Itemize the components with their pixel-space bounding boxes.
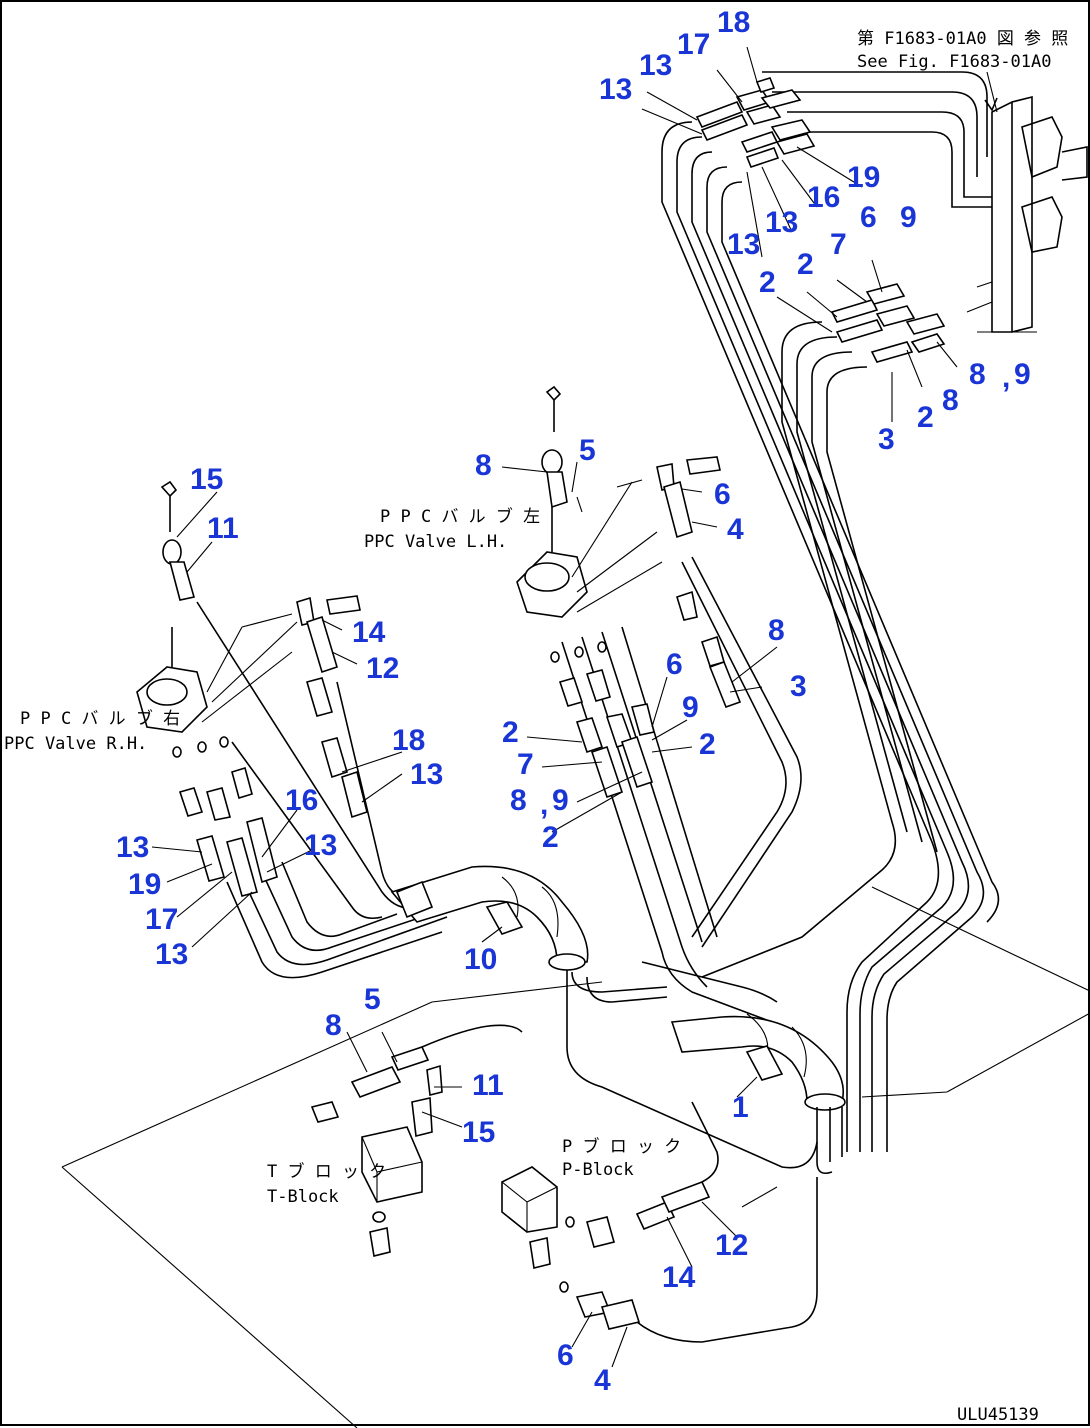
note-see-fig-en: See Fig. F1683-01A0 (857, 52, 1051, 72)
callout-label: 7 (517, 748, 534, 781)
callout-label: 13 (727, 228, 760, 261)
callout-label: 15 (462, 1116, 495, 1149)
floor-plate (61, 886, 1090, 1428)
leader-lines (151, 46, 958, 1368)
callout-label: 2 (542, 821, 559, 854)
p-block (501, 1101, 818, 1343)
callout-label: 8 (325, 1009, 342, 1042)
callout-label: 8 (510, 784, 527, 817)
callout-label: 8 (969, 358, 986, 391)
callout-label: 8 (475, 449, 492, 482)
callout-label: 16 (285, 784, 318, 817)
callout-label: 6 (666, 648, 683, 681)
callout-label: 2 (502, 716, 519, 749)
cab-frame (966, 71, 1088, 333)
callout-label: 9 (900, 201, 917, 234)
callout-label: 9 (682, 691, 699, 724)
callout-label: 3 (878, 423, 895, 456)
callout-label: 13 (304, 829, 337, 862)
callout-label: , (1002, 361, 1010, 394)
drawing-number: ULU45139 (957, 1405, 1039, 1425)
note-tblock-en: T-Block (267, 1187, 339, 1207)
callout-label: 4 (594, 1364, 611, 1397)
callout-label: 16 (807, 181, 840, 214)
callout-label: 9 (1014, 358, 1031, 391)
callouts: 18 17 13 13 19 16 13 13 6 9 7 2 2 8 , 9 … (116, 6, 1031, 1397)
note-ppc-rh-jp: P P C バ ル ブ 右 (20, 708, 180, 729)
fittings-ppc-rh (172, 677, 368, 897)
callout-label: 6 (557, 1339, 574, 1372)
note-see-fig-jp: 第 F1683-01A0 図 参 照 (857, 29, 1068, 49)
callout-label: 10 (464, 943, 497, 976)
callout-label: 17 (677, 28, 710, 61)
callout-label: , (540, 788, 548, 821)
callout-label: 9 (552, 784, 569, 817)
callout-label: 5 (579, 434, 596, 467)
note-ppc-lh-jp: P P C バ ル ブ 左 (380, 506, 540, 527)
callout-label: 6 (714, 478, 731, 511)
callout-label: 13 (599, 73, 632, 106)
callout-label: 18 (392, 724, 425, 757)
note-pblock-en: P-Block (562, 1160, 634, 1180)
t-block (361, 1126, 423, 1257)
callout-label: 13 (765, 206, 798, 239)
fittings-top-right (695, 77, 946, 363)
note-tblock-jp: T ブ ロ ッ ク (267, 1161, 386, 1182)
callout-label: 3 (790, 670, 807, 703)
callout-label: 1 (732, 1091, 749, 1124)
callout-label: 18 (717, 6, 750, 39)
fittings-ppc-lh (550, 590, 742, 799)
callout-label: 8 (942, 384, 959, 417)
callout-label: 11 (472, 1069, 504, 1102)
note-ppc-lh-en: PPC Valve L.H. (364, 532, 507, 552)
callout-label: 4 (727, 513, 744, 546)
hose-protector-1 (670, 1013, 846, 1175)
callout-label: 2 (797, 248, 814, 281)
notes: 第 F1683-01A0 図 参 照 See Fig. F1683-01A0 P… (4, 29, 1068, 1425)
note-pblock-jp: P ブ ロ ッ ク (562, 1136, 681, 1157)
hose-protector-10 (390, 865, 589, 971)
ppc-valve-rh (136, 480, 361, 733)
callout-label: 11 (207, 512, 239, 545)
callout-label: 19 (847, 161, 880, 194)
note-ppc-rh-en: PPC Valve R.H. (4, 734, 147, 754)
callout-label: 15 (190, 463, 223, 496)
callout-label: 8 (768, 614, 785, 647)
callout-label: 2 (759, 266, 776, 299)
callout-label: 2 (917, 401, 934, 434)
callout-label: 13 (639, 49, 672, 82)
callout-label: 17 (145, 903, 178, 936)
callout-label: 13 (155, 938, 188, 971)
callout-label: 13 (410, 758, 443, 791)
callout-label: 6 (860, 201, 877, 234)
callout-label: 12 (366, 652, 399, 685)
callout-label: 2 (699, 728, 716, 761)
callout-label: 7 (830, 228, 847, 261)
callout-label: 19 (128, 868, 161, 901)
callout-label: 13 (116, 831, 149, 864)
callout-label: 14 (352, 616, 386, 649)
hose-bundle-right (661, 71, 1000, 1152)
callout-label: 5 (364, 983, 381, 1016)
fittings-lower (310, 1024, 523, 1137)
ppc-valve-lh (516, 385, 721, 618)
callout-label: 14 (662, 1261, 696, 1294)
hoses-ppc-lh (561, 556, 818, 1169)
callout-label: 12 (715, 1229, 748, 1262)
